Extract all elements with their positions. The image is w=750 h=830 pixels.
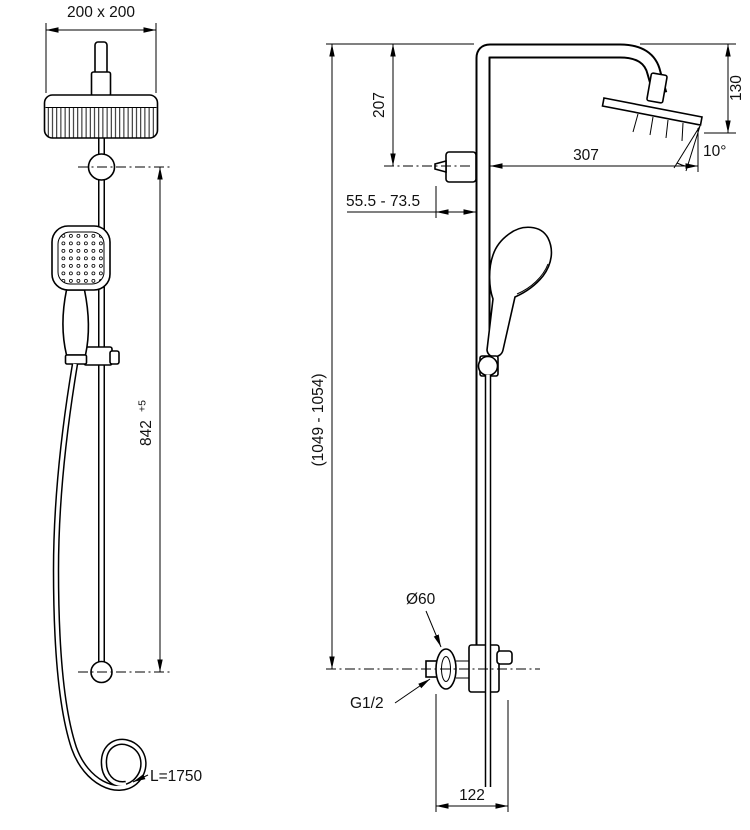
overhead-shower-flutes: [45, 107, 157, 138]
shower-hose-front-inner: [54, 363, 146, 790]
dim-rail-length-label: 842: [138, 420, 155, 446]
hand-shower-holder-ring: [477, 355, 499, 377]
hose-length-leader: [132, 774, 149, 783]
spray-line: [649, 116, 654, 136]
dim-outlet-offset-label: 122: [459, 787, 485, 804]
dim-top-to-bracket-label: 207: [371, 92, 388, 118]
wall-anchor: [434, 159, 447, 174]
wall-bracket: [445, 151, 477, 183]
overhead-shower-side: [601, 97, 703, 126]
dim-head-reach-label: 307: [573, 147, 599, 164]
tilt-angle-label: 10°: [703, 143, 726, 160]
hand-shower-spray-face: [57, 231, 105, 285]
hand-shower-nut: [64, 354, 88, 365]
dim-rail-length-tolerance: +5: [137, 400, 149, 412]
slider-bracket: [83, 346, 113, 366]
side-view: 10° (1049 - 1054) 207 130: [310, 43, 745, 812]
spray-line: [632, 113, 639, 133]
top-pipe: [94, 41, 108, 75]
hose-length-label: L=1750: [150, 768, 203, 785]
riser-column: [475, 43, 668, 660]
hand-shower-face-line: [516, 263, 549, 295]
hand-shower-side: [486, 226, 553, 358]
escutcheon-diameter-label: Ø60: [406, 591, 436, 608]
dim-head-drop-label: 130: [728, 75, 745, 101]
diverter-knob: [496, 650, 513, 665]
hand-shower-handle-front: [62, 289, 90, 356]
head-swivel-joint: [646, 72, 668, 104]
escutcheon-diameter-leader: [425, 610, 442, 648]
dim-head-size-label: 200 x 200: [67, 4, 135, 21]
dim-wall-to-rail-label: 55.5 - 73.5: [346, 193, 420, 210]
thread-label: G1/2: [350, 695, 384, 712]
front-view: 200 x 200 842 +5 L=1750: [43, 4, 203, 791]
thread-leader: [394, 678, 431, 704]
spray-line: [681, 122, 684, 142]
riser-column-inner: [477, 45, 666, 660]
slider-knob: [109, 350, 120, 365]
diverter-housing: [468, 644, 500, 693]
tilt-angle-line-a: [673, 125, 701, 169]
pipe-collar: [90, 71, 112, 97]
spray-line: [665, 119, 669, 139]
dim-total-height-label: (1049 - 1054): [310, 373, 327, 466]
